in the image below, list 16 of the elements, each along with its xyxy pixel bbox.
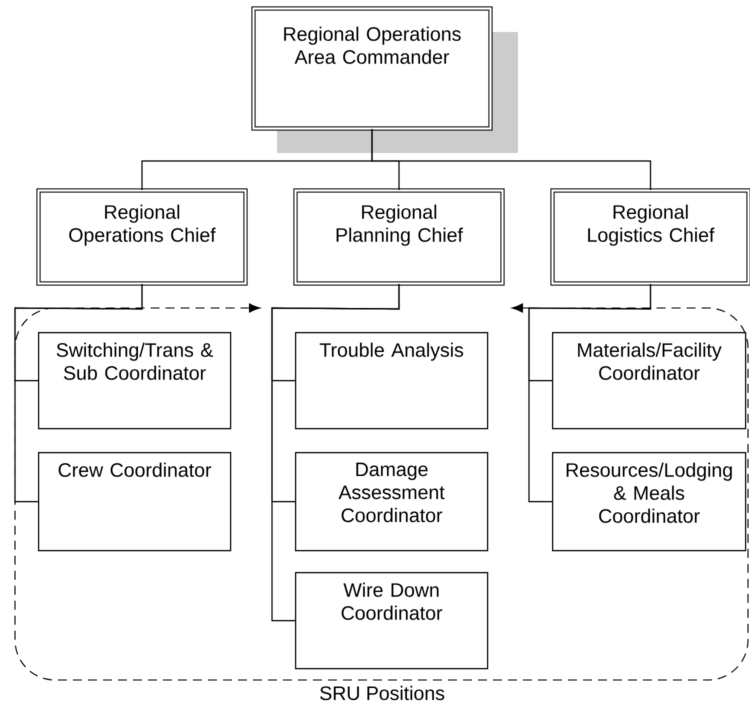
position-box: Wire Down Coordinator	[295, 572, 488, 670]
chief-box: Regional Planning Chief	[293, 188, 505, 286]
commander-box: Regional Operations Area Commander	[251, 6, 518, 153]
position-box: Crew Coordinator	[38, 452, 232, 552]
position-box: Damage Assessment Coordinator	[295, 452, 488, 552]
connector-line	[271, 284, 400, 622]
connector-line	[14, 284, 143, 502]
position-box: Switching/Trans & Sub Coordinator	[38, 332, 232, 430]
position-box: Materials/Facility Coordinator	[552, 332, 746, 430]
position-box: Resources/Lodging & Meals Coordinator	[552, 452, 746, 552]
connector-line	[371, 129, 652, 190]
position-box: Trouble Analysis	[295, 332, 488, 430]
connector-line	[528, 284, 652, 502]
chief-box: Regional Operations Chief	[36, 188, 248, 286]
node-label: SRU Positions	[320, 686, 444, 700]
chief-box: Regional Logistics Chief	[550, 188, 750, 286]
